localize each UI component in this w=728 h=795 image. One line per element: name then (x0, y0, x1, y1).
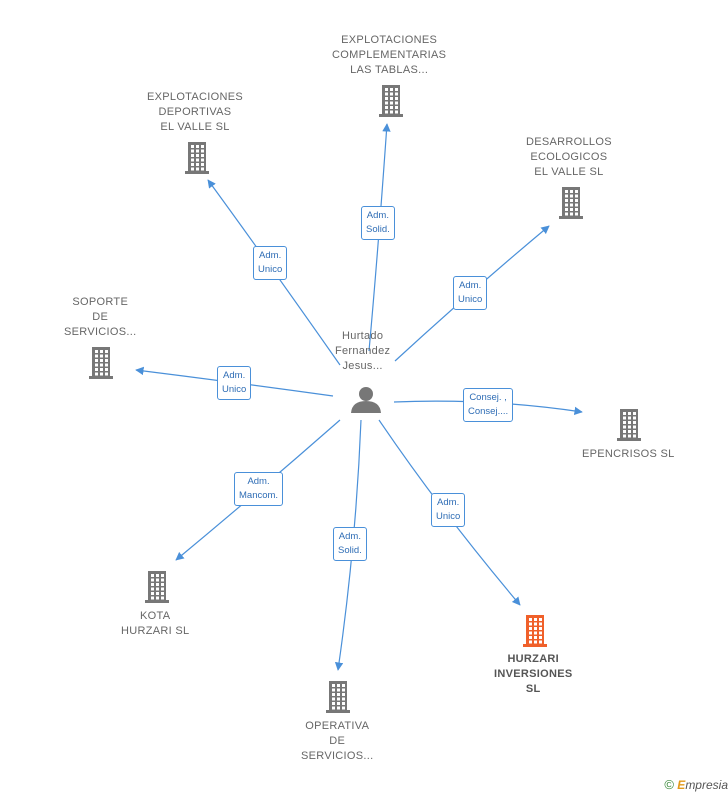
company-label-desarrollos-ecologicos-line: DESARROLLOS (526, 136, 612, 148)
company-label-desarrollos-ecologicos-line: ECOLOGICOS (530, 151, 608, 163)
company-label-soporte-servicios: SOPORTE DE SERVICIOS... (64, 295, 136, 340)
company-label-epencrisos: EPENCRISOS SL (582, 447, 675, 462)
role-badge-epencrisos[interactable]: Consej. , Consej.... (463, 388, 514, 422)
company-label-desarrollos-ecologicos-line: EL VALLE SL (534, 166, 604, 178)
company-label-explotaciones-complementarias: EXPLOTACIONES COMPLEMENTARIAS LAS TABLAS..… (332, 33, 446, 78)
role-badge-kota-hurzari-line: Mancom. (239, 490, 279, 501)
footer-credit: © Empresia (664, 777, 728, 792)
role-badge-explotaciones-deportivas-line: Unico (258, 264, 283, 275)
role-badge-desarrollos-ecologicos[interactable]: Adm. Unico (453, 276, 488, 310)
role-badge-desarrollos-ecologicos-line: Unico (458, 294, 483, 305)
company-label-hurzari-inversiones-line: SL (525, 683, 541, 695)
company-label-explotaciones-deportivas-line: EXPLOTACIONES (147, 91, 243, 103)
role-badge-operativa-servicios-line: Adm. (338, 531, 361, 542)
company-label-hurzari-inversiones: HURZARI INVERSIONES SL (494, 652, 573, 697)
role-badge-hurzari-inversiones[interactable]: Adm. Unico (431, 493, 466, 527)
building-icon-epencrisos[interactable] (617, 409, 641, 441)
company-label-explotaciones-complementarias-line: LAS TABLAS... (350, 64, 429, 76)
company-label-epencrisos-line: EPENCRISOS SL (582, 448, 675, 460)
company-label-soporte-servicios-line: SOPORTE (72, 296, 129, 308)
building-icon-hurzari-inversiones[interactable] (523, 615, 547, 647)
company-label-kota-hurzari-line: HURZARI SL (121, 625, 190, 637)
building-icon-explotaciones-deportivas[interactable] (185, 142, 209, 174)
role-badge-soporte-servicios[interactable]: Adm. Unico (217, 366, 252, 400)
company-label-soporte-servicios-line: DE (92, 311, 109, 323)
person-icon[interactable] (351, 387, 381, 413)
company-label-explotaciones-deportivas-line: DEPORTIVAS (158, 106, 232, 118)
brand-initial: E (677, 778, 686, 792)
role-badge-hurzari-inversiones-line: Adm. (437, 497, 460, 508)
center-person-label-line: Jesus... (342, 360, 383, 372)
edge-explotaciones-complementarias (368, 123, 391, 352)
building-icon-kota-hurzari[interactable] (145, 571, 169, 603)
company-label-hurzari-inversiones-line: HURZARI (507, 653, 560, 665)
role-badge-explotaciones-complementarias-line: Adm. (366, 210, 389, 221)
role-badge-operativa-servicios-line: Solid. (338, 545, 362, 556)
center-person-label-line: Hurtado (342, 330, 384, 342)
building-icon-soporte-servicios[interactable] (89, 347, 113, 379)
copyright-icon: © (664, 777, 674, 792)
company-label-kota-hurzari-line: KOTA (140, 610, 171, 622)
company-label-operativa-servicios-line: OPERATIVA (305, 720, 370, 732)
role-badge-explotaciones-complementarias[interactable]: Adm. Solid. (361, 206, 395, 240)
role-badge-epencrisos-line: Consej.... (468, 406, 509, 417)
building-icon-operativa-servicios[interactable] (326, 681, 350, 713)
company-label-desarrollos-ecologicos: DESARROLLOS ECOLOGICOS EL VALLE SL (526, 135, 612, 180)
role-badge-hurzari-inversiones-line: Unico (436, 511, 461, 522)
company-label-explotaciones-deportivas-line: EL VALLE SL (160, 121, 230, 133)
company-label-operativa-servicios: OPERATIVA DE SERVICIOS... (301, 719, 373, 764)
building-icon-explotaciones-complementarias[interactable] (379, 85, 403, 117)
brand-name: mpresia (685, 778, 728, 792)
role-badge-desarrollos-ecologicos-line: Adm. (459, 280, 482, 291)
company-label-explotaciones-complementarias-line: COMPLEMENTARIAS (332, 49, 447, 61)
role-badge-kota-hurzari-line: Adm. (247, 476, 270, 487)
company-label-soporte-servicios-line: SERVICIOS... (64, 326, 137, 338)
company-label-operativa-servicios-line: SERVICIOS... (301, 750, 374, 762)
company-label-explotaciones-deportivas: EXPLOTACIONES DEPORTIVAS EL VALLE SL (147, 90, 243, 135)
company-label-explotaciones-complementarias-line: EXPLOTACIONES (341, 34, 438, 46)
role-badge-soporte-servicios-line: Adm. (223, 370, 246, 381)
role-badge-explotaciones-deportivas-line: Adm. (259, 250, 282, 261)
role-badge-operativa-servicios[interactable]: Adm. Solid. (333, 527, 367, 561)
company-label-kota-hurzari: KOTA HURZARI SL (121, 609, 189, 639)
role-badge-explotaciones-complementarias-line: Solid. (366, 224, 390, 235)
role-badge-epencrisos-line: Consej. , (469, 392, 507, 403)
company-label-hurzari-inversiones-line: INVERSIONES (494, 668, 573, 680)
building-icon-desarrollos-ecologicos[interactable] (559, 187, 583, 219)
role-badge-explotaciones-deportivas[interactable]: Adm. Unico (253, 246, 288, 280)
center-person-label-line: Fernandez (335, 345, 391, 357)
role-badge-soporte-servicios-line: Unico (222, 384, 247, 395)
role-badge-kota-hurzari[interactable]: Adm. Mancom. (234, 472, 284, 506)
company-label-operativa-servicios-line: DE (329, 735, 346, 747)
